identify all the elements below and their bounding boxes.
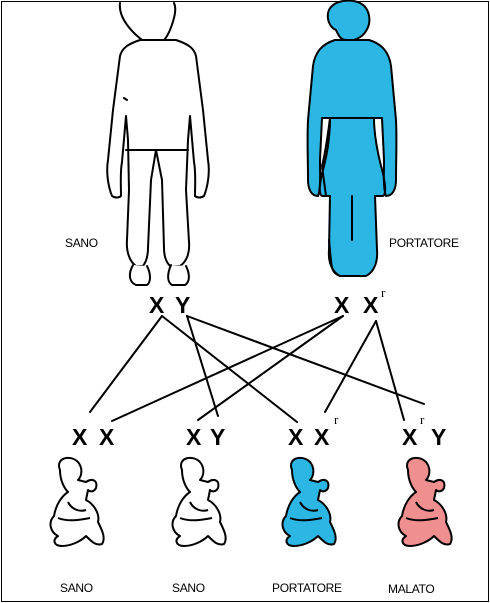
mother-status-label: PORTATORE [389,236,459,250]
inheritance-lines [90,316,424,422]
child-4-genotype-left: X [402,424,417,451]
child-3-status-label: PORTATORE [272,581,342,595]
child-4-genotype-superscript: r [420,412,424,428]
mother-genotype-superscript: r [381,285,385,301]
father-status-label: SANO [65,236,98,250]
child-4-genotype-right: Y [431,424,446,451]
mother-genotype-x2: X [363,292,378,319]
child-4-status-label: MALATO [388,582,434,596]
child-1-genotype-right: X [99,424,114,451]
child-2-genotype-left: X [186,424,201,451]
baby-icon [399,458,452,546]
child-3-genotype-superscript: r [334,412,338,428]
baby-icon [51,458,104,546]
child-1-genotype-left: X [72,424,87,451]
mother-genotype-x1: X [334,292,349,319]
child-1-status-label: SANO [60,581,93,595]
child-3-genotype-left: X [288,424,303,451]
child-3-genotype-right: X [314,424,329,451]
child-2-status-label: SANO [172,581,205,595]
child-2-genotype-right: Y [210,424,225,451]
baby-icon [283,458,336,546]
father-genotype-y: Y [175,292,190,319]
father-genotype-x: X [149,292,164,319]
woman-figure-icon [308,1,397,276]
man-figure-icon [107,3,209,285]
baby-icon [173,458,226,546]
